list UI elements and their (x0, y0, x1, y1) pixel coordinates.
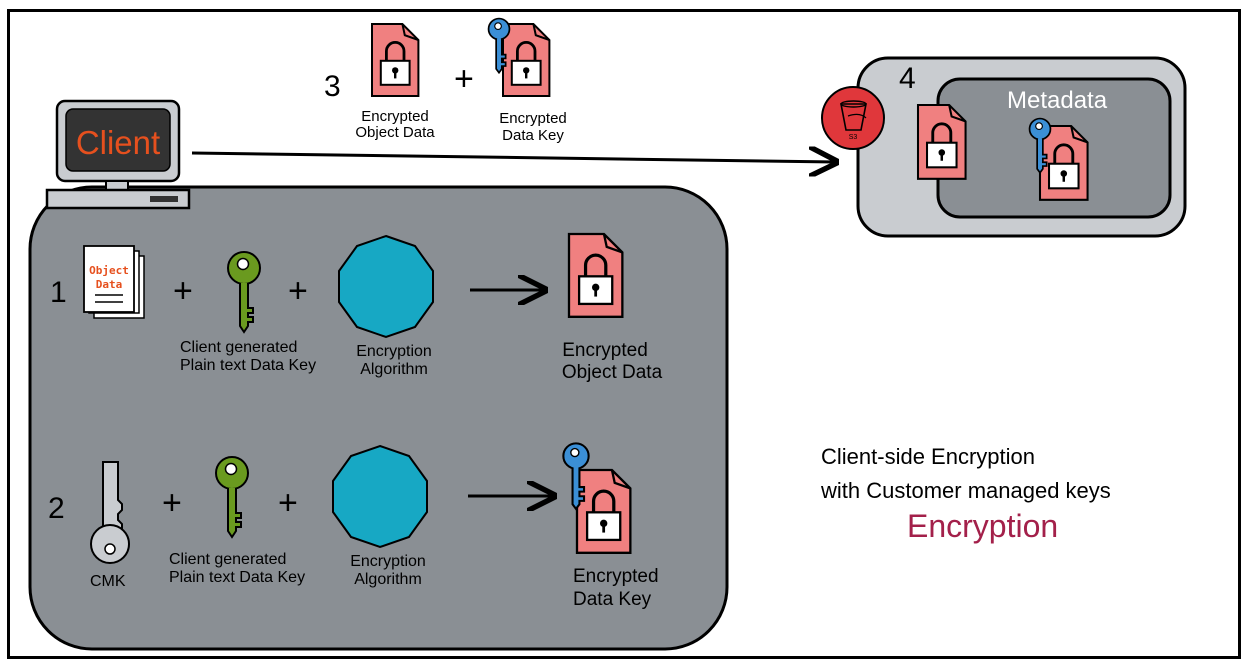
step2-key-label-line2: Plain text Data Key (169, 569, 306, 586)
step3-key-label-line1: Encrypted (499, 110, 567, 127)
step3-obj-label-line2: Object Data (355, 124, 435, 141)
cmk-key-icon (90, 461, 130, 564)
s3-bucket-icon (821, 86, 885, 150)
client-computer-icon (45, 99, 191, 210)
step2-plus-1: + (162, 484, 182, 522)
metadata-label: Metadata (1007, 87, 1108, 114)
step4-number: 4 (899, 62, 916, 95)
step1-result-label-line2: Object Data (561, 362, 663, 383)
object-data-doc-icon (83, 245, 145, 319)
encrypted-object-result-icon (567, 232, 624, 319)
object-data-label-line2: Data (95, 278, 123, 291)
encrypted-datakey-result-icon (575, 468, 632, 555)
step2-key-label-line1: Client generated (169, 551, 287, 568)
step3-number: 3 (324, 70, 341, 103)
step2-result-label-line1: Encrypted (573, 566, 659, 587)
step2-number: 2 (48, 492, 65, 525)
step1-key-label-line2: Plain text Data Key (180, 357, 317, 374)
s3-label: S3 (848, 134, 858, 141)
step1-number: 1 (50, 276, 67, 309)
caption-title: Encryption (907, 508, 1059, 544)
encrypted-datakey-doc-icon (501, 22, 551, 98)
stored-object-doc-icon (916, 103, 967, 181)
step2-result-label-line2: Data Key (573, 589, 652, 610)
caption-line1: Client-side Encryption (821, 444, 1035, 469)
step2-algo-label-line2: Algorithm (354, 571, 422, 588)
step1-plus-1: + (173, 272, 193, 310)
upload-arrow (191, 153, 836, 162)
cmk-label: CMK (90, 573, 126, 590)
encryption-algorithm-octagon (338, 234, 434, 339)
step1-key-label-line1: Client generated (180, 339, 298, 356)
step3-obj-label-line1: Encrypted (361, 108, 429, 125)
client-label: Client (75, 124, 161, 161)
step1-algo-label-line1: Encryption (356, 343, 432, 360)
step2-plus-2: + (278, 484, 298, 522)
step1-plus-2: + (288, 272, 308, 310)
object-data-label-line1: Object (89, 264, 129, 277)
encryption-algorithm-octagon-2 (332, 444, 428, 549)
step2-algo-label-line1: Encryption (350, 553, 426, 570)
caption-line2: with Customer managed keys (821, 478, 1111, 503)
process-panel (28, 185, 729, 651)
step3-key-label-line2: Data Key (502, 127, 564, 144)
step3-plus: + (454, 60, 474, 98)
encrypted-object-doc-icon (370, 22, 420, 98)
step1-algo-label-line2: Algorithm (360, 361, 428, 378)
step1-result-label-line1: Encrypted (562, 340, 648, 361)
